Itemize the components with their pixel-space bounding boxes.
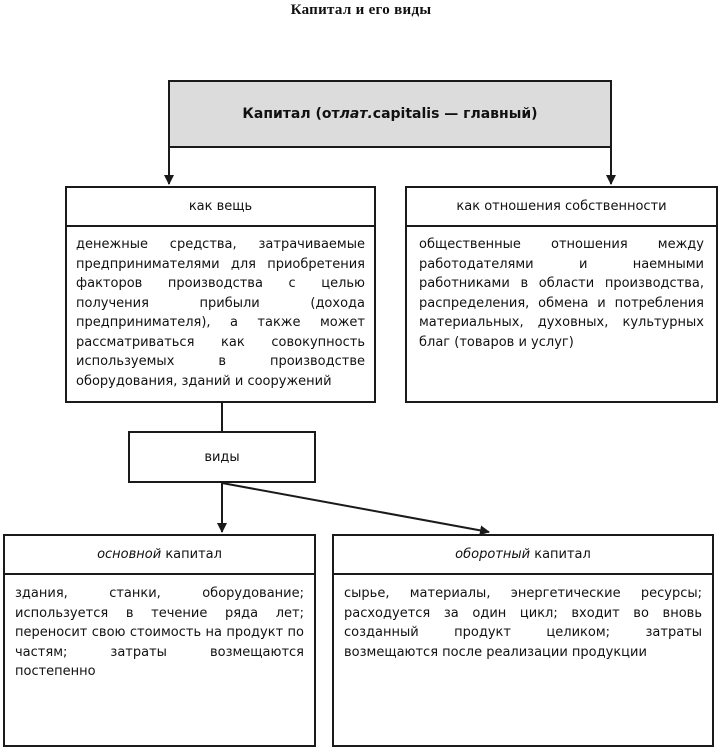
root-label-start: Капитал (от — [242, 106, 340, 122]
page-title: Капитал и его виды — [290, 2, 432, 18]
arrow-kinds-to-circulating — [221, 482, 490, 536]
root-label-end: capitalis — главный) — [372, 106, 538, 122]
circulating-capital-header-rest: капитал — [530, 547, 591, 562]
kinds-box: виды — [128, 431, 316, 483]
root-label-italic: лат. — [339, 106, 373, 122]
circulating-capital-header: оборотный капитал — [332, 534, 714, 575]
as-thing-description: денежные средства, затрачиваемые предпри… — [65, 227, 376, 403]
fixed-capital-header-italic: основной — [97, 547, 162, 562]
as-property-header: как отношения собственности — [405, 186, 718, 227]
as-thing-header: как вещь — [65, 186, 376, 227]
circulating-capital-description: сырье, материалы, энергетические ресурсы… — [332, 575, 714, 747]
fixed-capital-header: основной капитал — [3, 534, 316, 575]
circulating-capital-header-italic: оборотный — [455, 547, 531, 562]
fixed-capital-description: здания, станки, оборудование; использует… — [3, 575, 316, 747]
root-box-capital: Капитал (от лат. capitalis — главный) — [168, 80, 612, 148]
as-property-description: общественные отношения между работодател… — [405, 227, 718, 403]
fixed-capital-header-rest: капитал — [161, 547, 222, 562]
